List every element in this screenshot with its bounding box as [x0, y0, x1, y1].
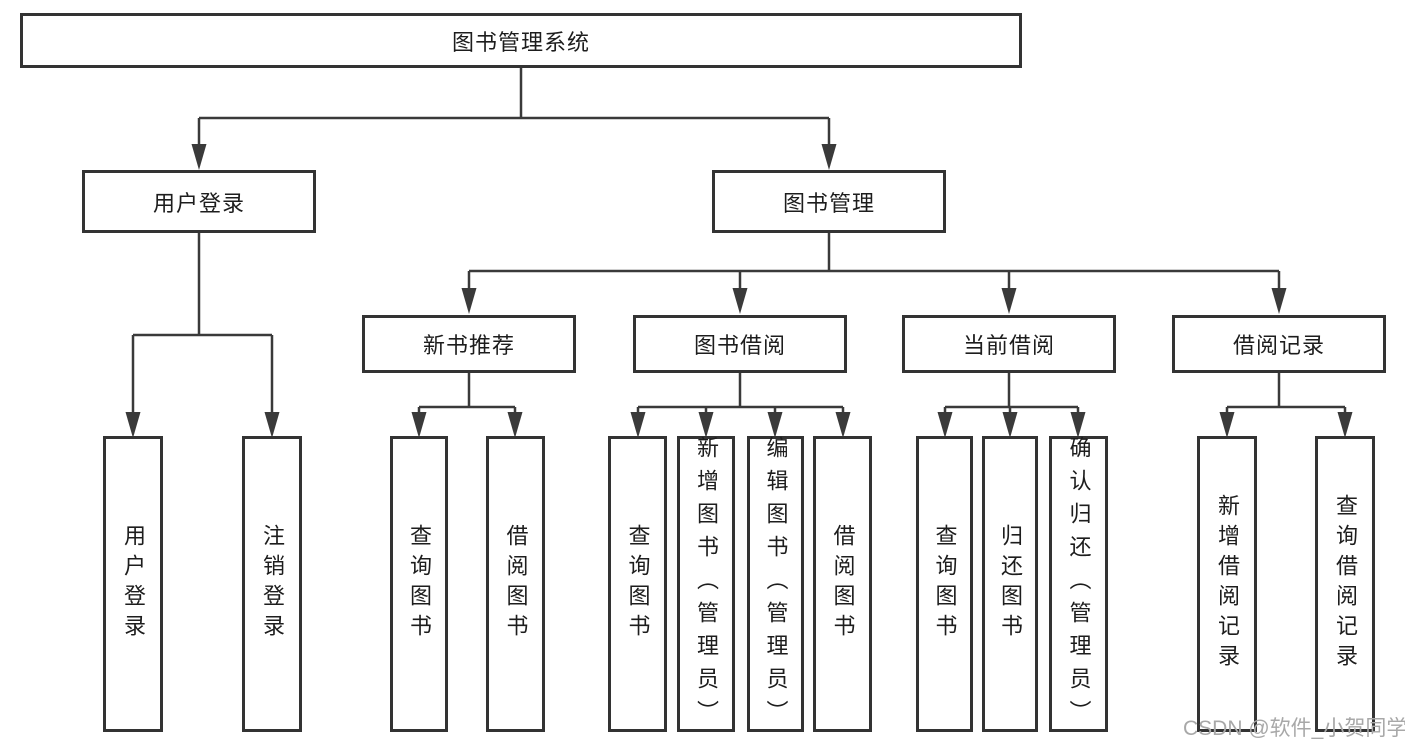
leaf-label: 确认归还（管理员）	[1066, 435, 1092, 733]
node-label: 当前借阅	[962, 333, 1055, 358]
arrow-down-icon	[937, 412, 953, 438]
edge-lines	[131, 67, 1347, 418]
node-label: 图书借阅	[693, 333, 786, 358]
leaf-label: 借阅图书	[830, 524, 856, 644]
node-book-borrowing: 图书借阅	[633, 315, 847, 373]
leaf-label: 注销登录	[260, 524, 285, 644]
arrow-down-icon	[461, 288, 477, 314]
leaf-query-books-current: 查询图书	[916, 436, 973, 732]
arrow-down-icon	[1001, 288, 1017, 314]
leaf-user-login: 用户登录	[103, 436, 163, 732]
leaf-borrow-books-borrowing: 借阅图书	[813, 436, 872, 732]
root-node: 图书管理系统	[20, 13, 1022, 68]
edge-user-login-to-leaves	[131, 233, 274, 416]
arrow-down-icon	[1337, 412, 1353, 438]
leaf-label: 查询图书	[407, 524, 432, 644]
leaf-label: 新增借阅记录	[1215, 494, 1240, 674]
arrow-down-icon	[1070, 412, 1086, 438]
edge-borrow-records-to-leaves	[1225, 373, 1347, 418]
leaf-edit-book-admin: 编辑图书（管理员）	[747, 435, 804, 733]
leaf-logout: 注销登录	[242, 436, 302, 732]
arrow-down-icon	[698, 412, 714, 438]
leaf-add-borrow-record: 新增借阅记录	[1197, 436, 1257, 732]
arrow-down-icon	[191, 144, 207, 170]
leaf-label: 新增图书（管理员）	[694, 435, 719, 733]
leaf-label: 归还图书	[998, 524, 1023, 644]
arrow-down-icon	[507, 412, 523, 438]
edge-book-management-to-level3	[467, 233, 1281, 294]
node-label: 借阅记录	[1232, 333, 1325, 358]
arrow-down-icon	[821, 144, 837, 170]
leaf-label: 用户登录	[121, 524, 146, 644]
arrow-down-icon	[1002, 412, 1018, 438]
node-label: 新书推荐	[422, 333, 515, 358]
arrow-down-icon	[732, 288, 748, 314]
leaf-query-books-recommend: 查询图书	[390, 436, 448, 732]
csdn-watermark: CSDN @软件_小贺同学	[1183, 717, 1405, 740]
leaf-query-books-borrowing: 查询图书	[608, 436, 667, 732]
leaf-add-book-admin: 新增图书（管理员）	[677, 435, 735, 733]
node-new-book-recommendation: 新书推荐	[362, 315, 576, 373]
node-label: 用户登录	[152, 190, 245, 216]
arrow-down-icon	[125, 412, 141, 438]
leaf-confirm-return-admin: 确认归还（管理员）	[1049, 435, 1108, 733]
node-user-login: 用户登录	[82, 170, 316, 233]
arrow-down-icon	[767, 412, 783, 438]
leaf-label: 查询图书	[932, 524, 958, 644]
node-book-management: 图书管理	[712, 170, 946, 233]
arrow-down-icon	[1271, 288, 1287, 314]
arrowheads	[125, 144, 1353, 438]
leaf-query-borrow-record: 查询借阅记录	[1315, 436, 1375, 732]
node-borrowing-records: 借阅记录	[1172, 315, 1386, 373]
leaf-return-books: 归还图书	[982, 436, 1038, 732]
edge-root-to-level2	[197, 67, 831, 150]
leaf-label: 借阅图书	[503, 524, 529, 644]
edge-current-borrowing-to-leaves	[943, 373, 1080, 418]
node-label: 图书管理	[782, 190, 875, 216]
node-current-borrowing: 当前借阅	[902, 315, 1116, 373]
edge-new-book-to-leaves	[417, 373, 517, 418]
arrow-down-icon	[630, 412, 646, 438]
arrow-down-icon	[835, 412, 851, 438]
arrow-down-icon	[1219, 412, 1235, 438]
leaf-label: 查询借阅记录	[1333, 494, 1358, 674]
root-node-label: 图书管理系统	[451, 29, 590, 55]
leaf-label: 查询图书	[625, 524, 651, 644]
arrow-down-icon	[411, 412, 427, 438]
edge-book-borrowing-to-leaves	[636, 373, 845, 418]
arrow-down-icon	[264, 412, 280, 438]
leaf-borrow-books-recommend: 借阅图书	[486, 436, 545, 732]
leaf-label: 编辑图书（管理员）	[763, 435, 789, 733]
